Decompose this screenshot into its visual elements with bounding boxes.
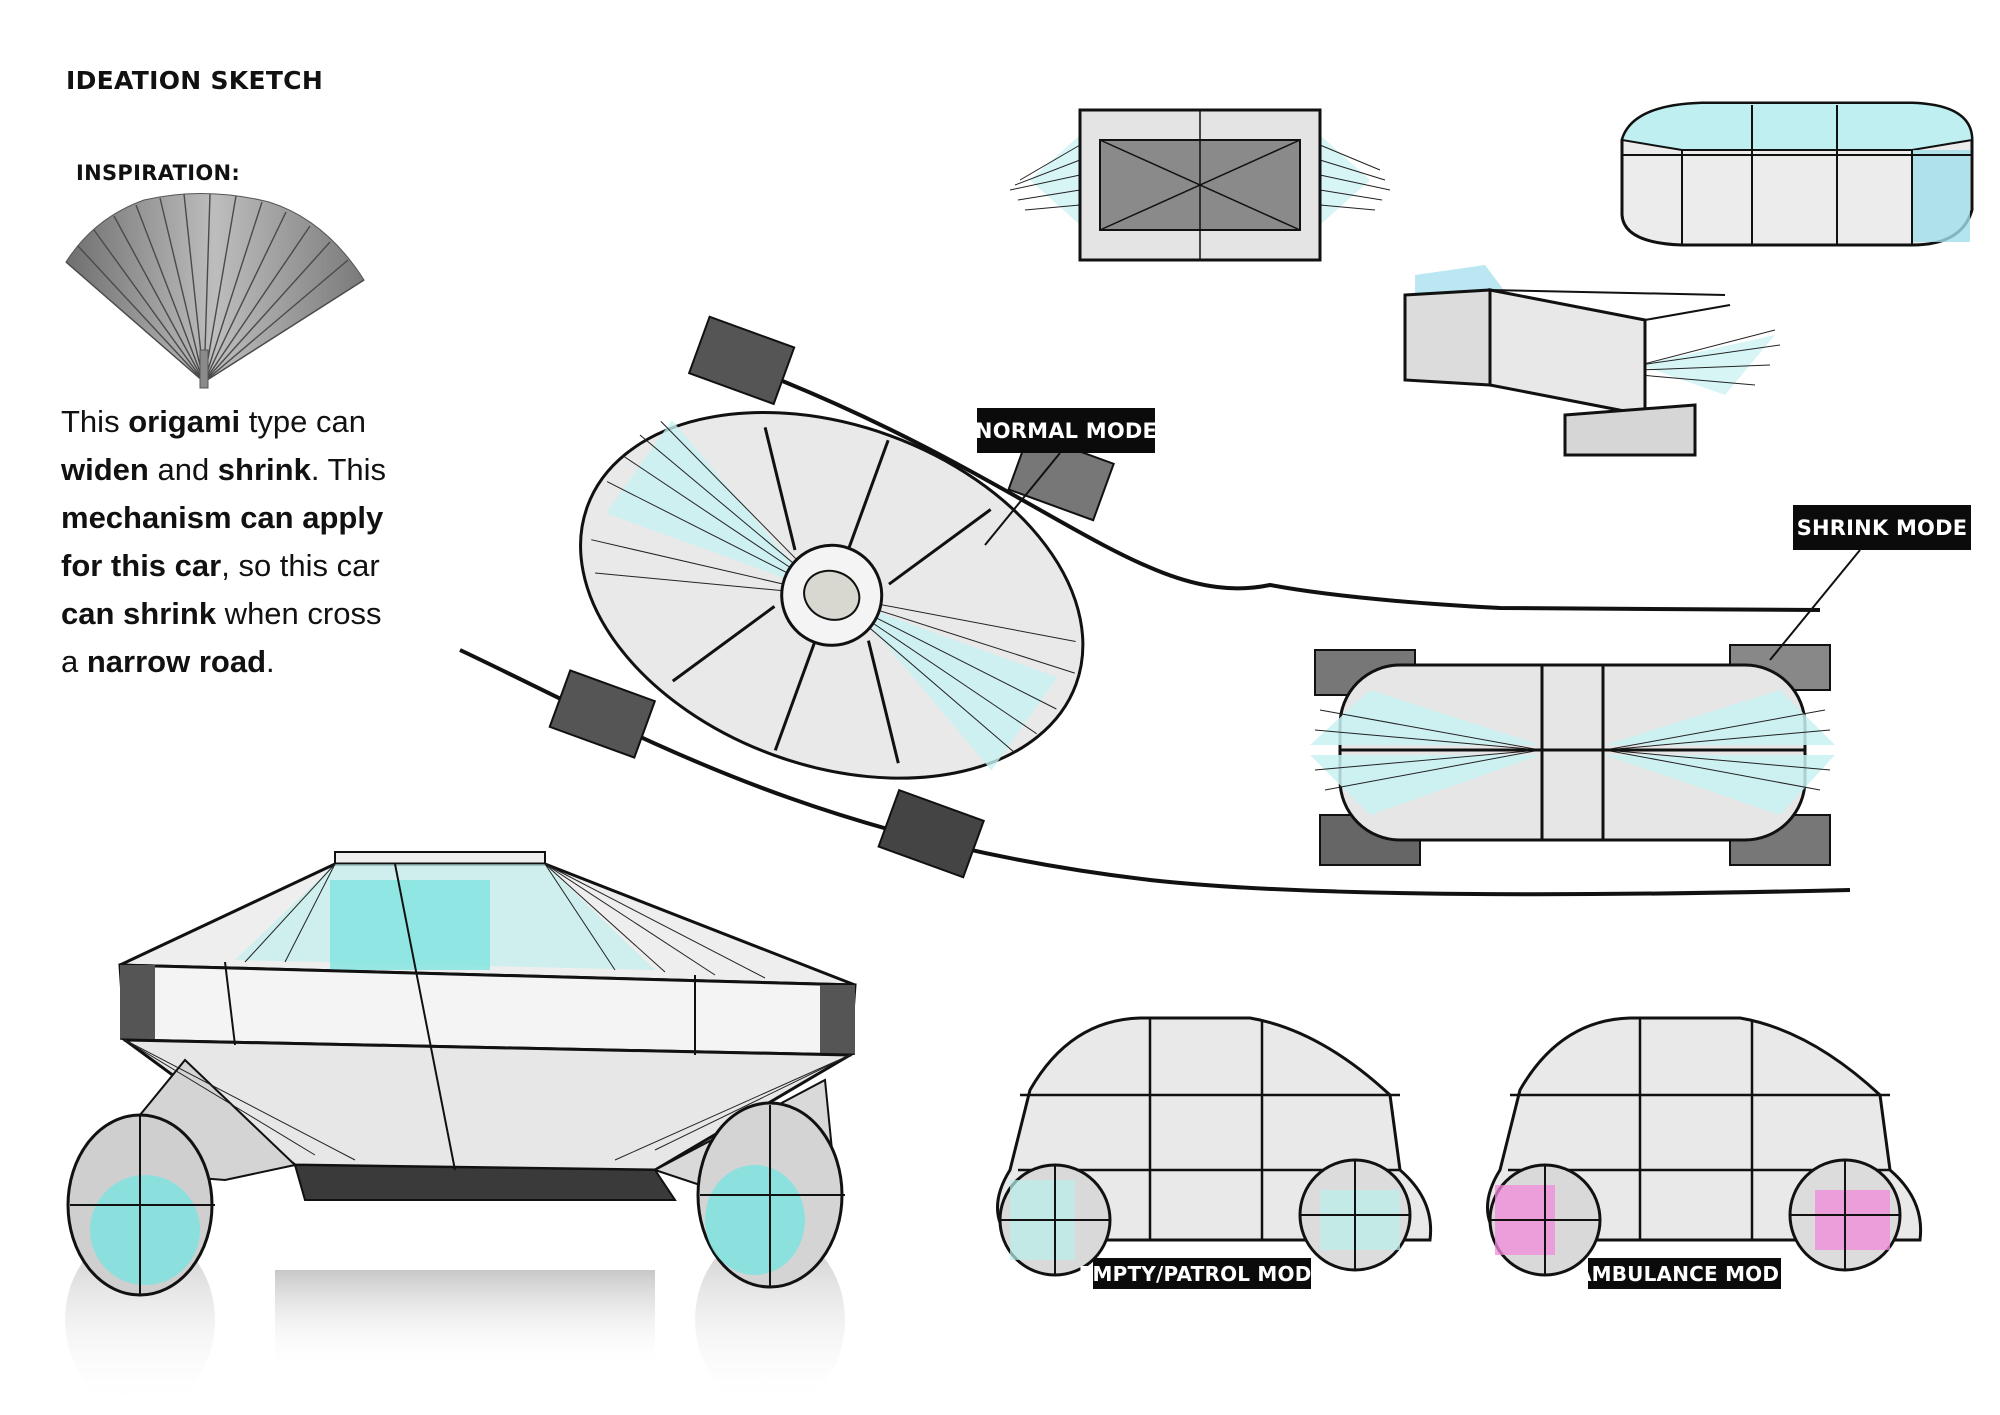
top-view-sketch (1009, 108, 1391, 262)
normal-mode-car-sketch (548, 315, 1115, 879)
description-text: This origami type can widen and shrink. … (61, 398, 391, 686)
description-segment: origami (128, 404, 241, 439)
opening-box-sketch (1403, 265, 1781, 457)
shrink-mode-label: SHRINK MODE (1793, 505, 1971, 550)
description-segment: narrow road (86, 644, 267, 679)
patrol-mode-label: EMPTY/PATROL MODE (1079, 1258, 1325, 1289)
origami-fan-image (65, 193, 365, 389)
perspective-car-sketch (65, 851, 857, 1410)
description-segment: This (61, 404, 129, 439)
description-segment: when cross a (61, 596, 382, 679)
description-segment: widen (61, 452, 149, 487)
patrol-mode-car-sketch (996, 1016, 1433, 1277)
shrink-mode-car-sketch (1310, 644, 1835, 866)
description-segment: can shrink (61, 596, 217, 631)
description-segment: mechanism can apply for this car (61, 500, 384, 583)
description-segment: . This (310, 452, 387, 487)
page-title: IDEATION SKETCH (66, 66, 324, 95)
ambulance-mode-car-sketch (1486, 1016, 1923, 1277)
inspiration-label: INSPIRATION: (76, 161, 241, 185)
description-segment: and (148, 452, 218, 487)
closed-box-sketch (1620, 101, 1974, 247)
description-segment: . (266, 644, 275, 679)
ambulance-mode-label: AMBULANCE MODE (1576, 1258, 1793, 1289)
description-segment: shrink (217, 452, 311, 487)
description-segment: , so this car (221, 548, 380, 583)
description-segment: type can (240, 404, 366, 439)
normal-mode-label: NORMAL MODE (975, 408, 1157, 453)
